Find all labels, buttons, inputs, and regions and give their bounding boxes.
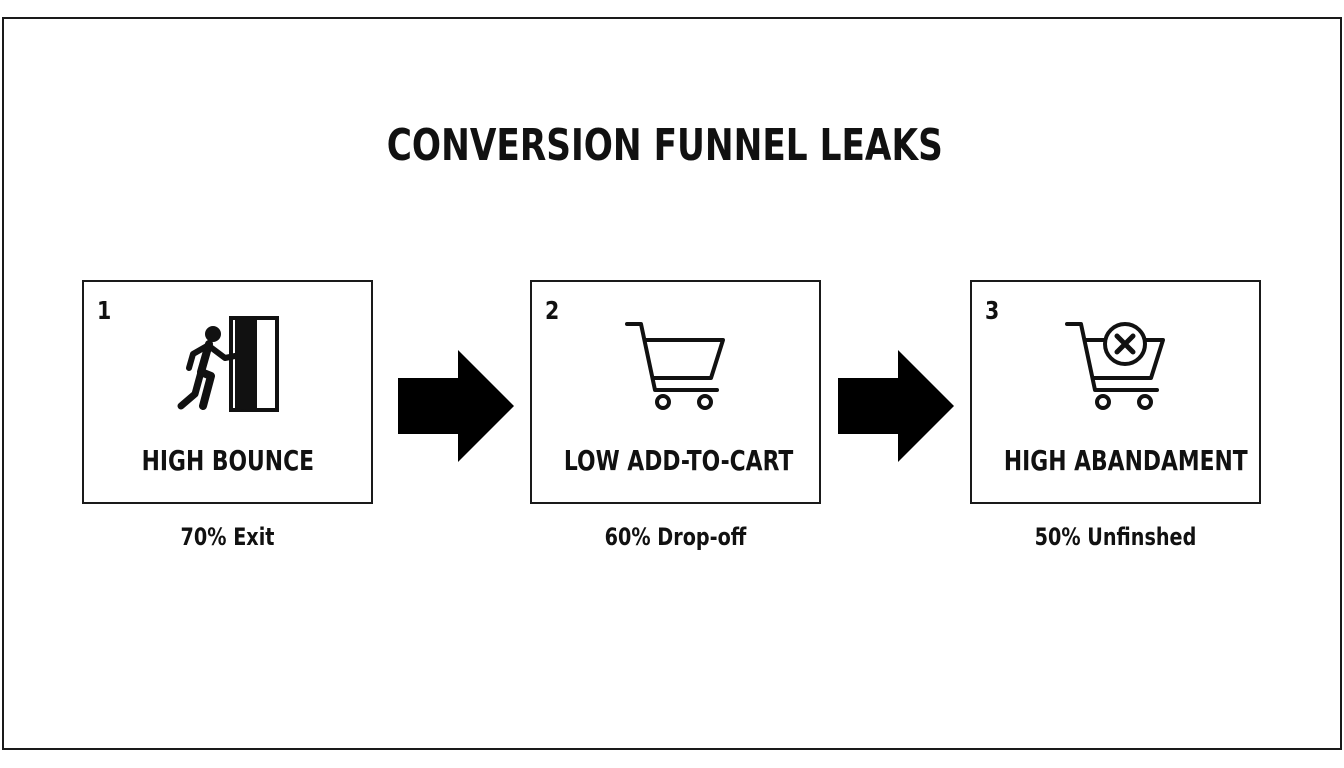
funnel-stage-1: 1 HIGH BOUNCE [82,280,373,504]
arrow-right-icon [838,350,954,466]
stage-number: 3 [985,296,1000,325]
stage-label: LOW ADD-TO-CART [563,444,794,477]
shopping-cart-icon [621,314,731,418]
stage-stat: 70% Exit [180,523,275,551]
diagram-title: CONVERSION FUNNEL LEAKS [386,120,943,171]
stage-number: 1 [97,296,112,325]
stage-stat: 50% Unfinshed [1034,523,1197,551]
stage-number: 2 [545,296,560,325]
funnel-stage-2: 2 LOW ADD-TO-CART [530,280,821,504]
stage-label: HIGH ABANDAMENT [1003,444,1248,477]
cart-cancel-icon [1061,314,1171,418]
stage-label: HIGH BOUNCE [141,444,315,477]
arrow-right-icon [398,350,514,466]
stage-stat: 60% Drop-off [604,523,747,551]
funnel-stage-3: 3 HIGH ABANDAMENT [970,280,1261,504]
exit-door-icon [173,314,283,418]
